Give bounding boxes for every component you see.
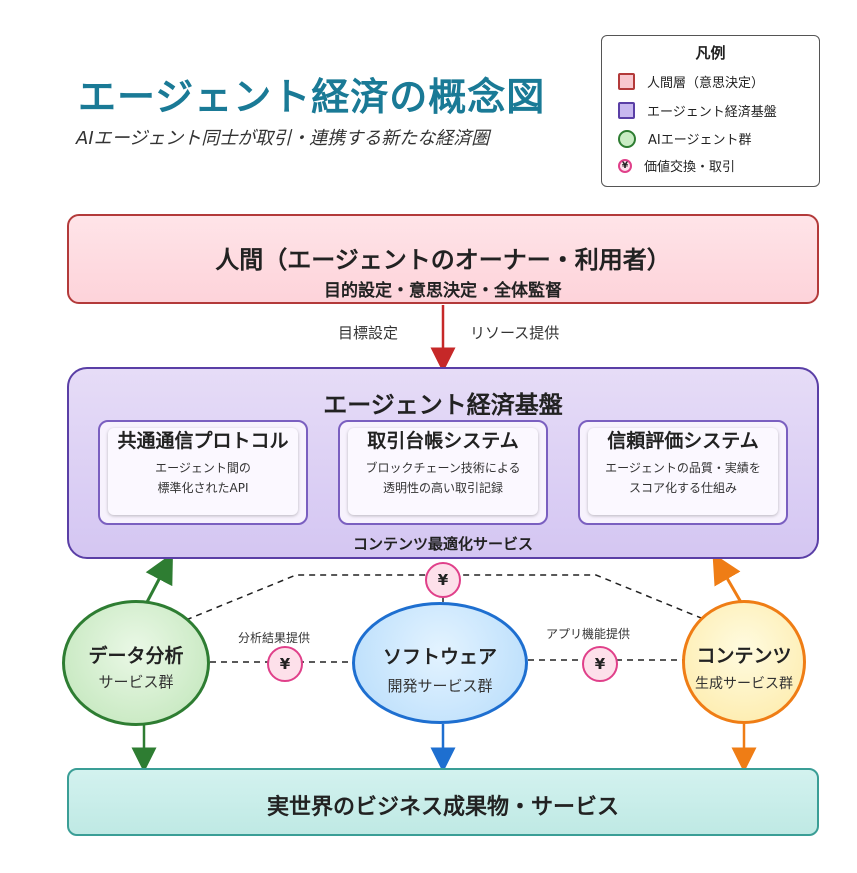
card-desc-line: 標準化されたAPI	[157, 481, 249, 495]
flow-label-analysis: 分析結果提供	[238, 631, 311, 645]
human-layer-subtitle: 目的設定・意思決定・全体監督	[324, 281, 562, 301]
ledger-card: 取引台帳システム ブロックチェーン技術による 透明性の高い取引記録	[338, 420, 548, 525]
output-title: 実世界のビジネス成果物・サービス	[266, 795, 619, 820]
card-title: 取引台帳システム	[367, 430, 519, 452]
protocol-card: 共通通信プロトコル エージェント間の 標準化されたAPI	[98, 420, 308, 525]
legend-item-human: 人間層（意思決定）	[618, 72, 764, 91]
legend-label: 人間層（意思決定）	[647, 76, 765, 91]
software-agent: ソフトウェア 開発サービス群	[352, 602, 528, 724]
agent-economy-platform: エージェント経済基盤 共通通信プロトコル エージェント間の 標準化されたAPI …	[67, 367, 819, 559]
yen-icon: ¥	[267, 646, 303, 682]
legend-item-agents: AIエージェント群	[618, 129, 751, 148]
yen-icon: ¥	[582, 646, 618, 682]
yen-icon: ¥	[618, 158, 632, 173]
card-desc-line: エージェント間の	[155, 461, 251, 475]
card-title: 信頼評価システム	[607, 430, 759, 452]
legend-label: AIエージェント群	[648, 133, 752, 148]
legend-swatch-platform	[618, 102, 635, 119]
content-agent-up-arrow	[712, 553, 744, 605]
card-desc-line: ブロックチェーン技術による	[365, 461, 521, 475]
card-description: ブロックチェーン技術による 透明性の高い取引記録	[340, 458, 546, 498]
legend-swatch-human	[618, 73, 635, 90]
card-description: エージェントの品質・実績を スコア化する仕組み	[580, 458, 786, 498]
legend: 凡例 人間層（意思決定） エージェント経済基盤 AIエージェント群 ¥ 価値交換…	[601, 35, 820, 187]
agent-subtitle: 開発サービス群	[387, 677, 493, 695]
data-agent-up-arrow	[144, 552, 173, 605]
trust-card: 信頼評価システム エージェントの品質・実績を スコア化する仕組み	[578, 420, 788, 525]
card-desc-line: スコア化する仕組み	[628, 481, 737, 495]
legend-label: エージェント経済基盤	[647, 105, 777, 120]
agent-subtitle: サービス群	[98, 673, 174, 691]
platform-footer: コンテンツ最適化サービス	[352, 535, 533, 553]
legend-swatch-agents	[618, 129, 636, 148]
card-inner	[108, 428, 298, 515]
data-analysis-agent: データ分析 サービス群	[62, 600, 210, 726]
legend-label: 価値交換・取引	[644, 160, 736, 175]
yen-icon: ¥	[425, 562, 461, 598]
card-inner	[588, 428, 778, 515]
card-description: エージェント間の 標準化されたAPI	[100, 458, 306, 498]
card-desc-line: 透明性の高い取引記録	[382, 481, 503, 495]
agent-title: ソフトウェア	[382, 646, 497, 668]
arrow-label-goal: 目標設定	[338, 324, 399, 342]
platform-title: エージェント経済基盤	[323, 391, 563, 419]
human-layer-box: 人間（エージェントのオーナー・利用者） 目的設定・意思決定・全体監督	[67, 214, 819, 304]
legend-item-platform: エージェント経済基盤	[618, 101, 777, 120]
business-output-box: 実世界のビジネス成果物・サービス	[67, 768, 819, 836]
agent-title: データ分析	[88, 645, 184, 667]
legend-title: 凡例	[695, 44, 726, 62]
content-agent: コンテンツ 生成サービス群	[682, 600, 806, 724]
page-subtitle: AIエージェント同士が取引・連携する新たな経済圏	[76, 128, 490, 149]
card-inner	[348, 428, 538, 515]
legend-item-exchange: ¥ 価値交換・取引	[618, 156, 735, 175]
arrow-label-resources: リソース提供	[470, 324, 560, 342]
page-title: エージェント経済の概念図	[78, 75, 546, 119]
card-title: 共通通信プロトコル	[117, 430, 289, 452]
flow-label-app: アプリ機能提供	[546, 627, 631, 641]
agent-subtitle: 生成サービス群	[695, 676, 793, 692]
human-layer-title: 人間（エージェントのオーナー・利用者）	[215, 246, 671, 274]
agent-title: コンテンツ	[696, 645, 792, 667]
card-desc-line: エージェントの品質・実績を	[605, 461, 761, 475]
